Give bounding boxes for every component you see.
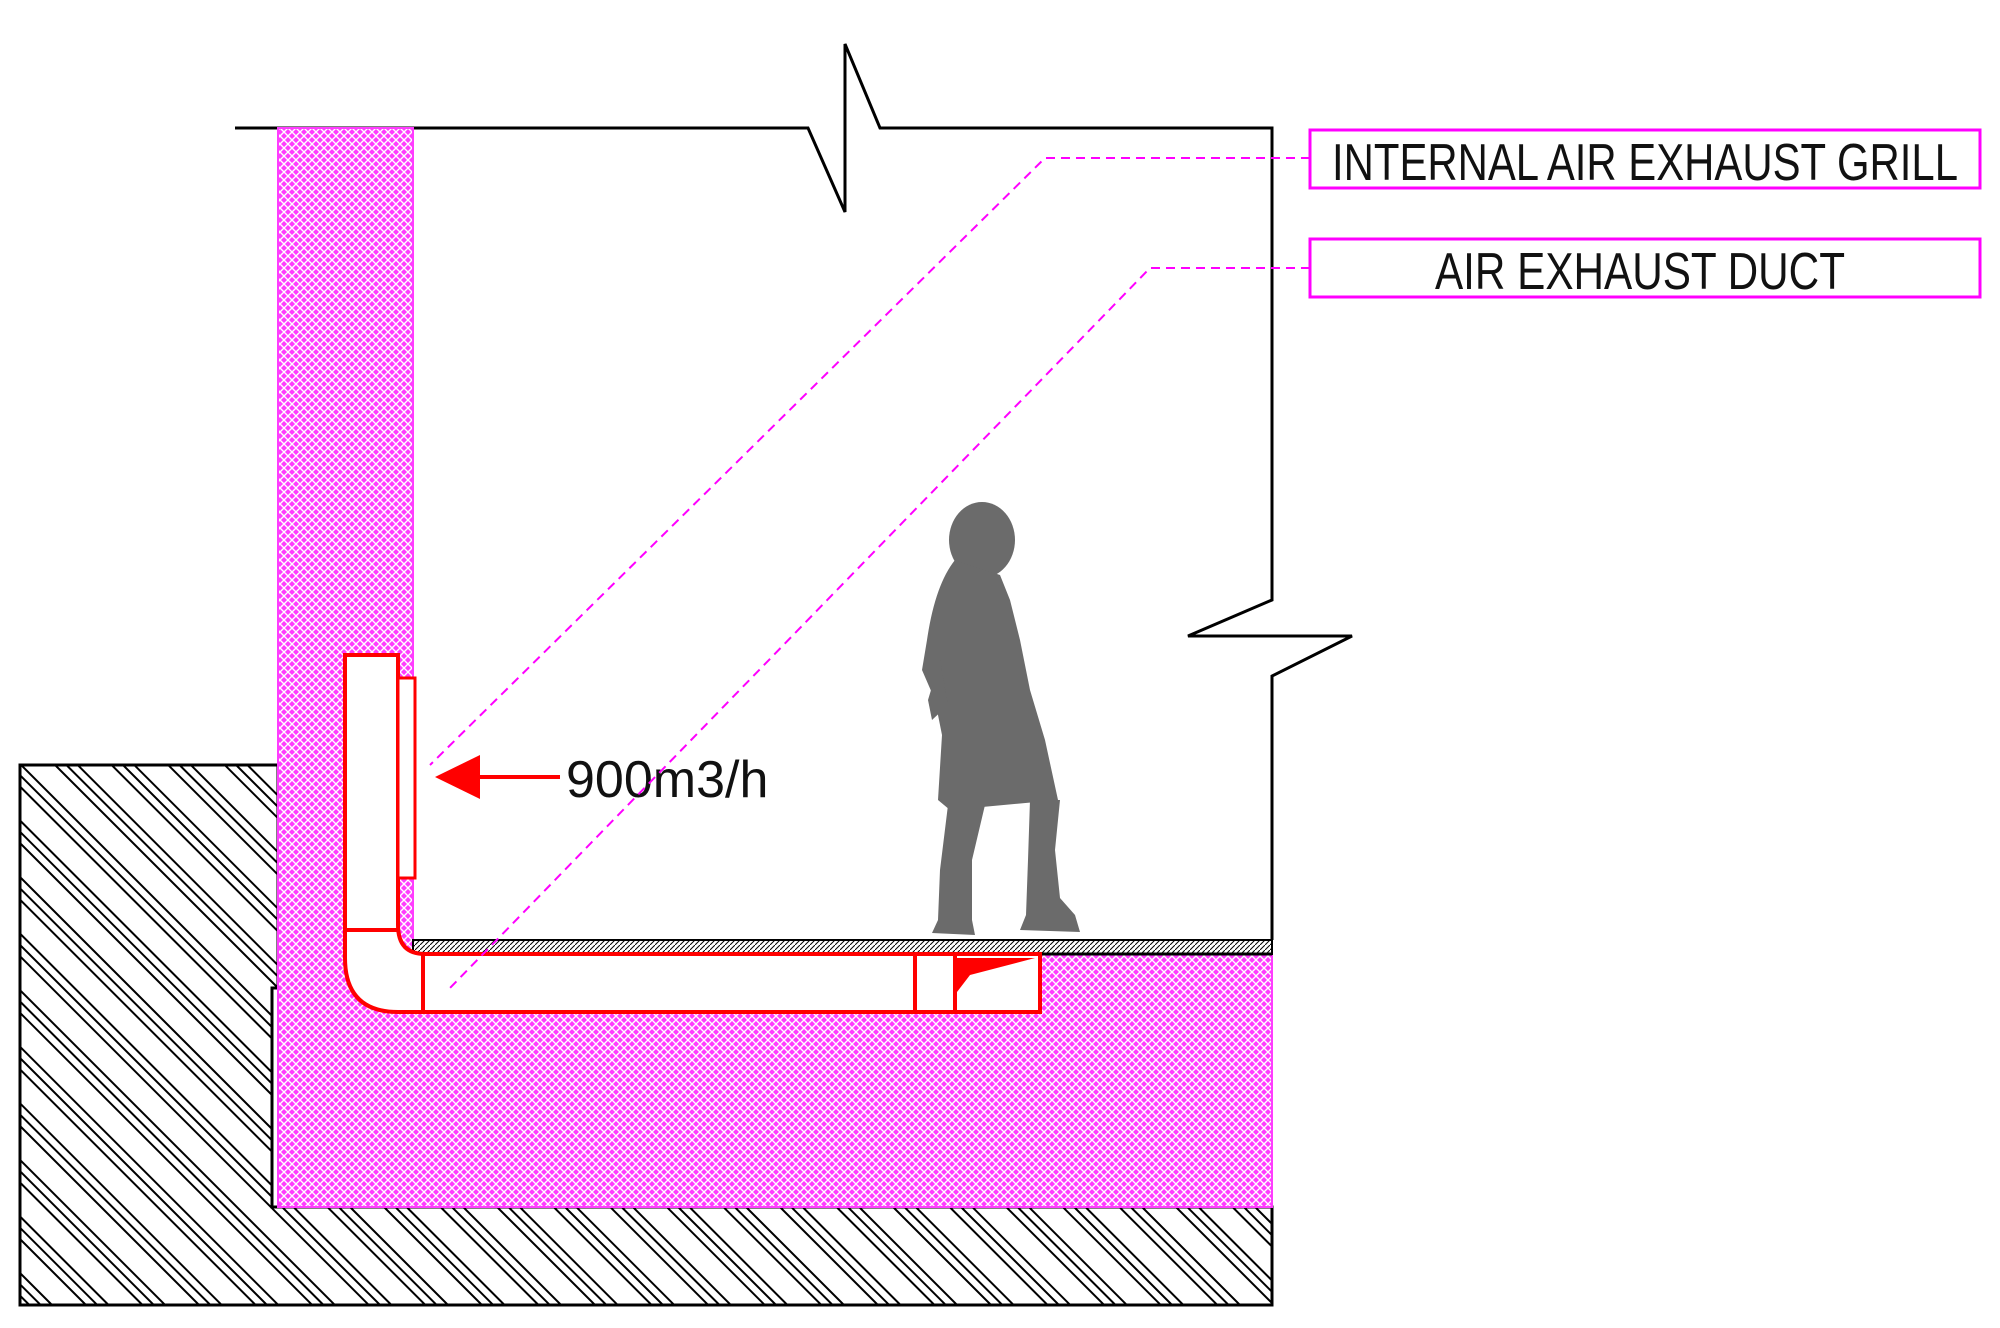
fire-damper-icon: [957, 958, 1035, 992]
floor-finish: [412, 939, 1273, 956]
internal-air-exhaust-grill: [396, 676, 417, 880]
airflow-label: 900m3/h: [566, 751, 768, 809]
insulated-wall-and-slab: [277, 127, 1273, 1208]
label-duct: AIR EXHAUST DUCT: [1308, 237, 1982, 301]
airflow-arrow: [435, 755, 560, 799]
leader-lines: [429, 157, 1310, 989]
air-exhaust-duct: [343, 653, 1042, 1014]
label-duct-text: AIR EXHAUST DUCT: [1435, 243, 1845, 301]
label-grill: INTERNAL AIR EXHAUST GRILL: [1308, 128, 1982, 192]
room-outline: [235, 43, 1353, 940]
label-grill-text: INTERNAL AIR EXHAUST GRILL: [1332, 134, 1958, 192]
person-silhouette: [922, 502, 1080, 935]
